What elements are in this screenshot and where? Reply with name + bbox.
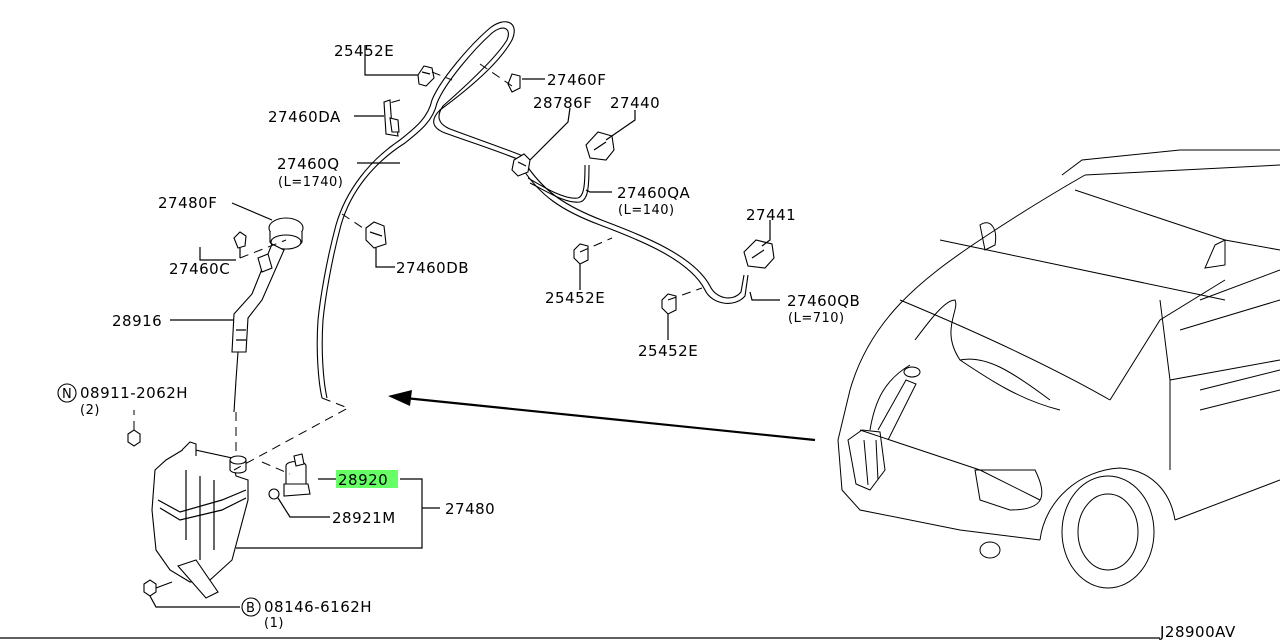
hose-joint-28786f (511, 153, 531, 177)
diagram-id: J28900AV (1159, 623, 1236, 640)
label-27460f: 27460F (547, 71, 606, 89)
label-25452e-low: 25452E (638, 342, 698, 360)
washer-nozzle-27441 (743, 239, 775, 269)
hose-clip-25452e-top (417, 65, 435, 87)
washer-hose-27460q (316, 21, 524, 399)
label-27441: 27441 (746, 206, 796, 224)
bolt-prefix-symbol: B (246, 601, 255, 616)
highlight-28920 (336, 470, 398, 488)
hose-clip-27460db (365, 221, 387, 249)
label-bolt-08146: B 08146-6162H (1) (241, 597, 372, 631)
filler-cap-27480f (268, 217, 304, 250)
washer-pump-28920 (283, 453, 311, 497)
location-arrow (388, 390, 816, 442)
washer-hose-27460qa (527, 164, 590, 203)
vehicle-outline (837, 149, 1280, 589)
nut-prefix-symbol: N (62, 387, 72, 402)
label-27460qb: 27460QB (787, 292, 860, 310)
filler-tube-28916 (231, 243, 285, 413)
washer-tank (151, 441, 249, 599)
label-25452e-top: 25452E (334, 42, 394, 60)
leader-lines (149, 45, 780, 608)
label-27480f: 27480F (158, 194, 217, 212)
hose-clip-25452e-low (661, 293, 677, 315)
label-27460db: 27460DB (396, 259, 469, 277)
label-27460q-length: (L=1740) (278, 175, 343, 190)
nut-08911 (127, 429, 141, 447)
washer-nozzle-27440 (585, 131, 615, 161)
bolt-quantity: (1) (264, 616, 284, 631)
label-25452e-mid: 25452E (545, 289, 605, 307)
label-27440: 27440 (610, 94, 660, 112)
hose-bracket-27460da (383, 99, 400, 137)
assembly-dashed-lines (133, 63, 703, 475)
label-28916: 28916 (112, 312, 162, 330)
nut-quantity: (2) (80, 403, 100, 418)
hose-clip-27460f (507, 73, 521, 93)
label-27460qa-length: (L=140) (618, 203, 675, 218)
bolt-08146 (143, 579, 173, 597)
label-nut-08911: N 08911-2062H (2) (57, 383, 188, 418)
clip-27460c (233, 231, 247, 258)
nut-part-number: 08911-2062H (80, 384, 188, 402)
label-27460qb-length: (L=710) (788, 311, 845, 326)
label-27460c: 27460C (169, 260, 230, 278)
hose-clip-25452e-mid (573, 243, 589, 265)
label-27460q: 27460Q (277, 155, 340, 173)
bolt-part-number: 08146-6162H (264, 598, 372, 616)
label-28786f: 28786F (533, 94, 592, 112)
label-27480: 27480 (445, 500, 495, 518)
label-27460qa: 27460QA (617, 184, 691, 202)
label-28920[interactable]: 28920 (338, 471, 388, 489)
label-27460da: 27460DA (268, 108, 341, 126)
pump-grommet-28921m (268, 488, 280, 500)
label-28921m: 28921M (332, 509, 396, 527)
washer-hose-27460qb (521, 165, 749, 304)
